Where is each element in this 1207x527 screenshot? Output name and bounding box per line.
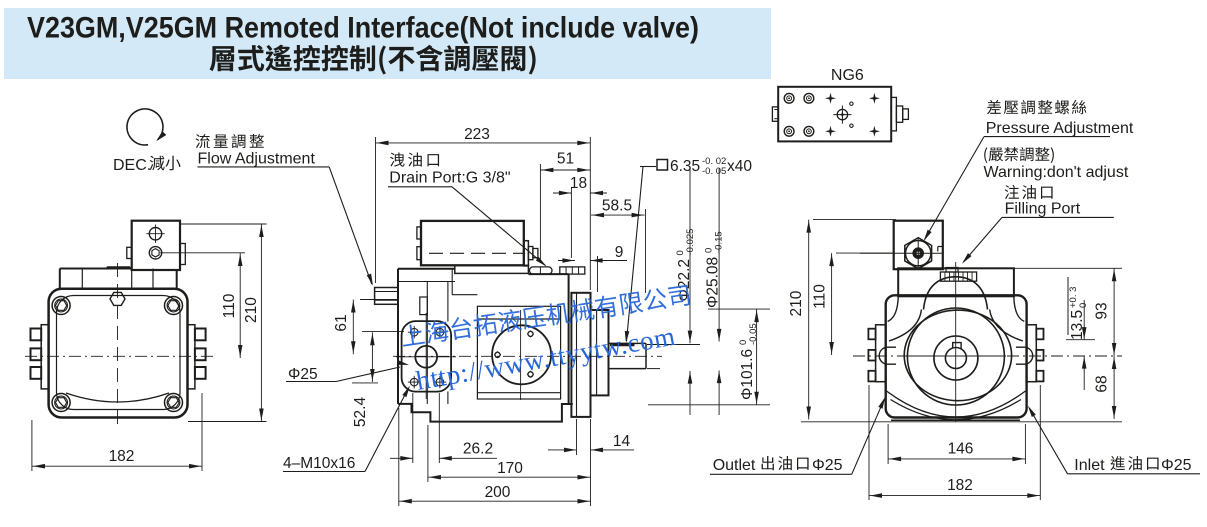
svg-text:0: 0 [675,250,686,255]
svg-text:0: 0 [1078,303,1089,308]
svg-text:Filling Port: Filling Port [1005,201,1081,218]
svg-text:52.4: 52.4 [352,397,369,428]
svg-text:146: 146 [948,441,974,458]
svg-text:26.2: 26.2 [463,441,493,458]
svg-text:Φ101.6: Φ101.6 [739,349,756,400]
svg-text:200: 200 [485,484,511,501]
svg-text:-0.025: -0.025 [685,229,696,256]
svg-text:-0.15: -0.15 [714,231,725,253]
svg-text:Flow Adjustment: Flow Adjustment [198,151,316,168]
svg-text:110: 110 [812,284,829,309]
svg-text:DEC.: DEC. [113,157,151,174]
svg-text:Φ25.08: Φ25.08 [705,257,722,308]
svg-text:Outlet: Outlet [713,457,756,474]
svg-text:182: 182 [109,448,135,465]
svg-text:0: 0 [738,340,749,345]
svg-text:Φ25: Φ25 [288,366,318,383]
svg-text:V23GM,V25GM Remoted Interface(: V23GM,V25GM Remoted Interface(Not includ… [27,12,699,45]
svg-text:-0. 02: -0. 02 [702,156,726,167]
svg-text:-0.05: -0.05 [748,323,759,345]
svg-text:NG6: NG6 [831,67,864,84]
svg-text:51: 51 [557,151,574,168]
svg-text:Warning:don't adjust: Warning:don't adjust [984,164,1129,181]
svg-text:x40: x40 [727,158,752,175]
svg-text:6.35: 6.35 [670,158,700,175]
svg-text:182: 182 [947,477,973,494]
svg-text:170: 170 [497,460,523,477]
svg-text:110: 110 [221,293,238,318]
svg-text:93: 93 [1094,302,1111,319]
svg-text:13.5: 13.5 [1069,310,1086,340]
svg-text:210: 210 [243,297,260,323]
svg-text:Pressure Adjustment: Pressure Adjustment [986,120,1134,137]
svg-text:Φ25: Φ25 [1161,457,1192,474]
svg-text:+0. 3: +0. 3 [1068,287,1079,308]
svg-text:4–M10x16: 4–M10x16 [283,455,355,472]
svg-text:Inlet: Inlet [1074,457,1105,474]
svg-text:9: 9 [615,244,624,261]
svg-text:0: 0 [704,248,715,253]
svg-text:223: 223 [464,126,490,143]
svg-text:61: 61 [333,314,350,331]
svg-text:68: 68 [1094,375,1111,392]
svg-text:-0. 05: -0. 05 [702,166,726,177]
svg-text:210: 210 [788,290,805,316]
svg-text:Φ25: Φ25 [812,457,843,474]
svg-text:18: 18 [570,175,587,192]
svg-text:Drain Port:G 3/8": Drain Port:G 3/8" [389,170,510,187]
svg-text:58.5: 58.5 [602,198,632,215]
svg-text:14: 14 [613,433,631,450]
